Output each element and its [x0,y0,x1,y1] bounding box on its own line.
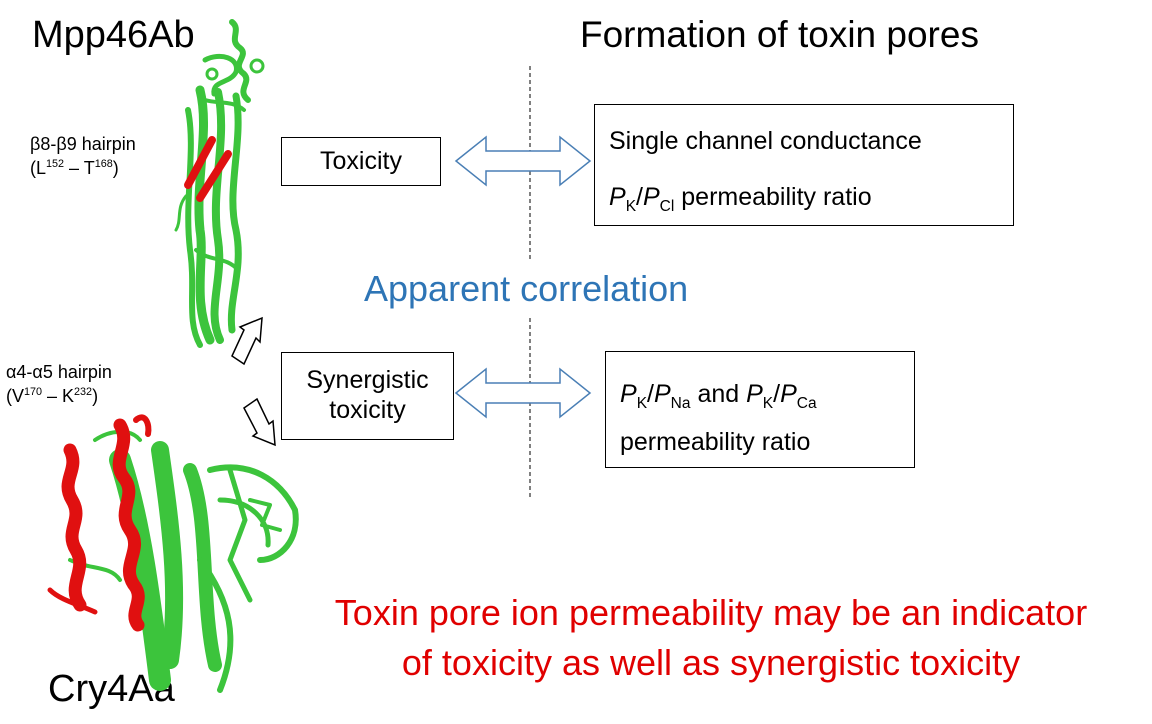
permeability-box: PK/PNa and PK/PCa permeability ratio [605,351,915,468]
apparent-correlation: Apparent correlation [364,268,689,309]
beta-hairpin-range: (L152 – T168) [30,158,119,178]
lower-double-arrow [454,367,592,419]
conclusion-line1: Toxin pore ion permeability may be an in… [334,592,1088,633]
conductance-box: Single channel conductance PK/PCl permea… [594,104,1014,226]
formation-header: Formation of toxin pores [580,14,979,55]
alpha-hairpin-name: α4-α5 hairpin [6,362,112,382]
alpha-hairpin-label: α4-α5 hairpin (V170 – K232) [6,360,112,408]
mpp46ab-title: Mpp46Ab [32,14,195,56]
conclusion-text: Toxin pore ion permeability may be an in… [270,588,1152,688]
toxicity-box: Toxicity [281,137,441,186]
single-channel-label: Single channel conductance [609,127,922,155]
beta-hairpin-name: β8-β9 hairpin [30,134,136,154]
cry4aa-title: Cry4Aa [48,668,175,710]
synergistic-label-line1: Synergistic [306,366,429,394]
conclusion-line2: of toxicity as well as synergistic toxic… [401,642,1021,683]
lower-structure-arrow [243,397,276,447]
pk-pcl-label: PK/PCl permeability ratio [609,183,872,215]
upper-double-arrow [454,135,592,187]
synergistic-label-line2: toxicity [329,396,406,424]
toxicity-label: Toxicity [320,147,402,175]
synergistic-box: Synergistic toxicity [281,352,454,440]
upper-structure-arrow [231,316,263,366]
alpha-hairpin-range: (V170 – K232) [6,386,99,406]
beta-hairpin-label: β8-β9 hairpin (L152 – T168) [30,132,136,180]
permeability-ratio-label: permeability ratio [620,428,811,456]
pk-pna-pca-label: PK/PNa and PK/PCa [620,380,817,412]
